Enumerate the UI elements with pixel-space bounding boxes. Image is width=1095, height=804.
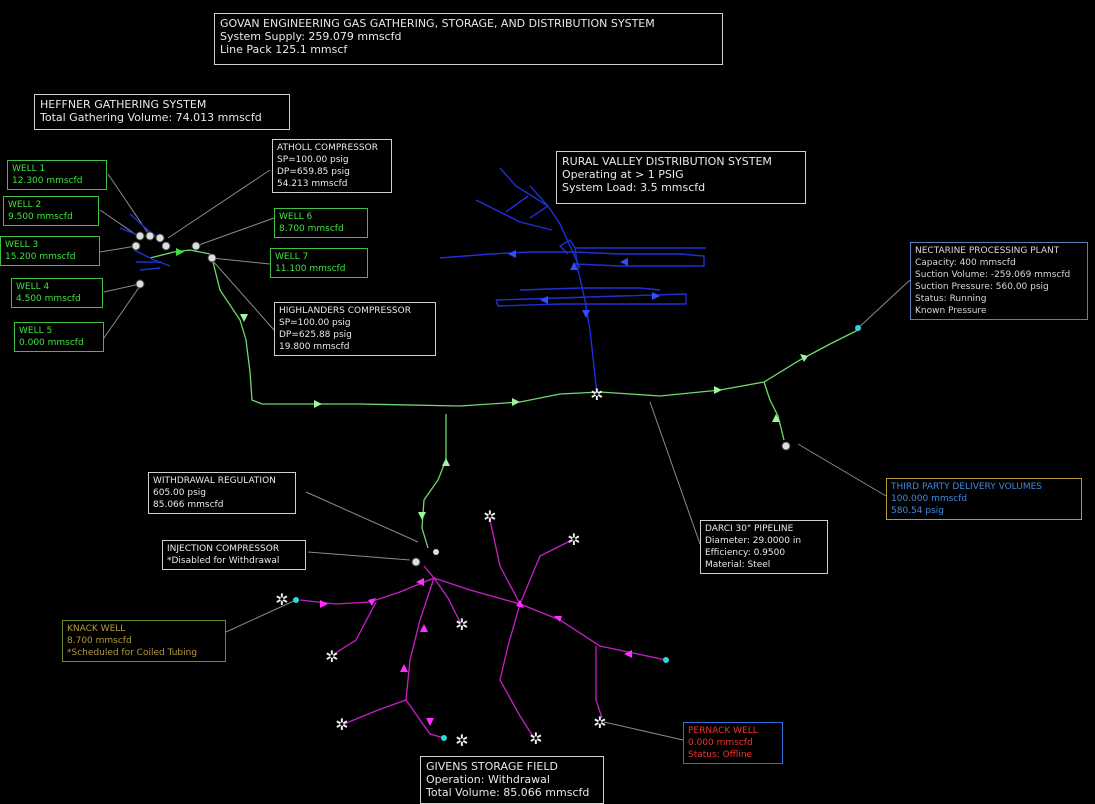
givens-title: GIVENS STORAGE FIELD (426, 760, 558, 773)
well-7-box[interactable]: WELL 7 11.100 mmscfd (270, 248, 368, 278)
storage-well-icon: ✲ (529, 729, 542, 748)
withdrawal-pressure: 605.00 psig (153, 488, 206, 498)
nectarine-suction-pressure: Suction Pressure: 560.00 psig (915, 282, 1049, 292)
well-name: WELL 2 (8, 200, 42, 210)
well-rate: 15.200 mmscfd (5, 252, 76, 262)
line-pack: Line Pack 125.1 mmscf (220, 43, 348, 56)
storage-well-icon: ✲ (483, 507, 496, 526)
rural-valley-box: RURAL VALLEY DISTRIBUTION SYSTEM Operati… (556, 151, 806, 204)
storage-well-icon: ✲ (325, 647, 338, 666)
pernack-rate: 0.000 mmscfd (688, 738, 753, 748)
rural-load: System Load: 3.5 mmscfd (562, 181, 706, 194)
givens-storage-box: GIVENS STORAGE FIELD Operation: Withdraw… (420, 756, 604, 804)
nectarine-known: Known Pressure (915, 306, 987, 316)
storage-well-icon: ✲ (567, 530, 580, 549)
well-1-box[interactable]: WELL 1 12.300 mmscfd (7, 160, 107, 190)
knack-rate: 8.700 mmscfd (67, 636, 132, 646)
well-rate: 11.100 mmscfd (275, 264, 346, 274)
withdrawal-flow: 85.066 mmscfd (153, 500, 224, 510)
gathering-network (149, 249, 859, 549)
system-title: GOVAN ENGINEERING GAS GATHERING, STORAGE… (220, 17, 655, 30)
well-rate: 12.300 mmscfd (12, 176, 83, 186)
givens-operation: Operation: Withdrawal (426, 773, 550, 786)
well-2-box[interactable]: WELL 2 9.500 mmscfd (3, 196, 99, 226)
well-6-box[interactable]: WELL 6 8.700 mmscfd (274, 208, 368, 238)
withdrawal-title: WITHDRAWAL REGULATION (153, 476, 276, 486)
well-nodes (131, 231, 861, 741)
storage-well-icon: ✲ (455, 731, 468, 750)
third-party-pressure: 580.54 psig (891, 506, 944, 516)
well-flowlines (119, 213, 171, 271)
well-name: WELL 5 (19, 326, 53, 336)
storage-well-icon: ✲ (455, 615, 468, 634)
system-header-box: GOVAN ENGINEERING GAS GATHERING, STORAGE… (214, 13, 723, 65)
well-name: WELL 7 (275, 252, 309, 262)
heffner-box: HEFFNER GATHERING SYSTEM Total Gathering… (34, 94, 290, 130)
highlanders-flow: 19.800 mmscfd (279, 342, 350, 352)
atholl-flow: 54.213 mmscfd (277, 179, 348, 189)
well-rate: 4.500 mmscfd (16, 294, 81, 304)
well-name: WELL 3 (5, 240, 39, 250)
nectarine-plant-box[interactable]: NECTARINE PROCESSING PLANT Capacity: 400… (910, 242, 1088, 320)
pernack-title: PERNACK WELL (688, 726, 758, 736)
distribution-arrows (508, 250, 660, 318)
storage-well-icon: ✲ (275, 590, 288, 609)
system-supply: System Supply: 259.079 mmscfd (220, 30, 402, 43)
storage-well-icon: ✲ (590, 385, 603, 404)
gathering-arrows (240, 314, 808, 520)
atholl-dp: DP=659.85 psig (277, 167, 350, 177)
darci-pipeline-box[interactable]: DARCI 30" PIPELINE Diameter: 29.0000 in … (700, 520, 828, 574)
well-3-box[interactable]: WELL 3 15.200 mmscfd (0, 236, 100, 266)
knack-well-box[interactable]: KNACK WELL 8.700 mmscfd *Scheduled for C… (62, 620, 226, 662)
darci-title: DARCI 30" PIPELINE (705, 524, 794, 534)
injection-compressor-box[interactable]: INJECTION COMPRESSOR *Disabled for Withd… (162, 540, 306, 570)
storage-well-icons: ✲ ✲ ✲ ✲ ✲ ✲ ✲ ✲ ✲ ✲ (275, 385, 606, 750)
rural-operating: Operating at > 1 PSIG (562, 168, 684, 181)
injection-title: INJECTION COMPRESSOR (167, 544, 280, 554)
rural-title: RURAL VALLEY DISTRIBUTION SYSTEM (562, 155, 772, 168)
givens-volume: Total Volume: 85.066 mmscfd (426, 786, 590, 799)
well-5-box[interactable]: WELL 5 0.000 mmscfd (14, 322, 104, 352)
knack-title: KNACK WELL (67, 624, 126, 634)
nectarine-capacity: Capacity: 400 mmscfd (915, 258, 1016, 268)
highlanders-sp: SP=100.00 psig (279, 318, 351, 328)
pernack-well-box[interactable]: PERNACK WELL 0.000 mmscfd Status: Offlin… (683, 722, 783, 764)
darci-efficiency: Efficiency: 0.9500 (705, 548, 786, 558)
well-rate: 8.700 mmscfd (279, 224, 344, 234)
withdrawal-regulation-box[interactable]: WITHDRAWAL REGULATION 605.00 psig 85.066… (148, 472, 296, 514)
well-name: WELL 6 (279, 212, 313, 222)
storage-arrows (320, 578, 632, 726)
well-rate: 0.000 mmscfd (19, 338, 84, 348)
well-4-box[interactable]: WELL 4 4.500 mmscfd (11, 278, 103, 308)
third-party-title: THIRD PARTY DELIVERY VOLUMES (891, 482, 1042, 492)
knack-note: *Scheduled for Coiled Tubing (67, 648, 198, 658)
atholl-title: ATHOLL COMPRESSOR (277, 143, 378, 153)
pernack-status: Status: Offline (688, 750, 753, 760)
nectarine-title: NECTARINE PROCESSING PLANT (915, 246, 1060, 256)
third-party-volume: 100.000 mmscfd (891, 494, 968, 504)
heffner-volume: Total Gathering Volume: 74.013 mmscfd (40, 111, 262, 124)
well-rate: 9.500 mmscfd (8, 212, 73, 222)
nectarine-status: Status: Running (915, 294, 987, 304)
well-name: WELL 4 (16, 282, 50, 292)
heffner-title: HEFFNER GATHERING SYSTEM (40, 98, 207, 111)
green-flow-arrow (176, 248, 184, 256)
highlanders-compressor-box[interactable]: HIGHLANDERS COMPRESSOR SP=100.00 psig DP… (274, 302, 436, 356)
darci-diameter: Diameter: 29.0000 in (705, 536, 802, 546)
darci-material: Material: Steel (705, 560, 771, 570)
well-name: WELL 1 (12, 164, 46, 174)
storage-network (299, 519, 667, 739)
atholl-sp: SP=100.00 psig (277, 155, 349, 165)
storage-well-icon: ✲ (335, 715, 348, 734)
third-party-box[interactable]: THIRD PARTY DELIVERY VOLUMES 100.000 mms… (886, 478, 1082, 520)
atholl-compressor-box[interactable]: ATHOLL COMPRESSOR SP=100.00 psig DP=659.… (272, 139, 392, 193)
storage-well-icon: ✲ (593, 713, 606, 732)
injection-note: *Disabled for Withdrawal (167, 556, 280, 566)
highlanders-dp: DP=625.88 psig (279, 330, 352, 340)
leader-lines (99, 169, 911, 741)
highlanders-title: HIGHLANDERS COMPRESSOR (279, 306, 411, 316)
nectarine-suction-volume: Suction Volume: -259.069 mmscfd (915, 270, 1071, 280)
